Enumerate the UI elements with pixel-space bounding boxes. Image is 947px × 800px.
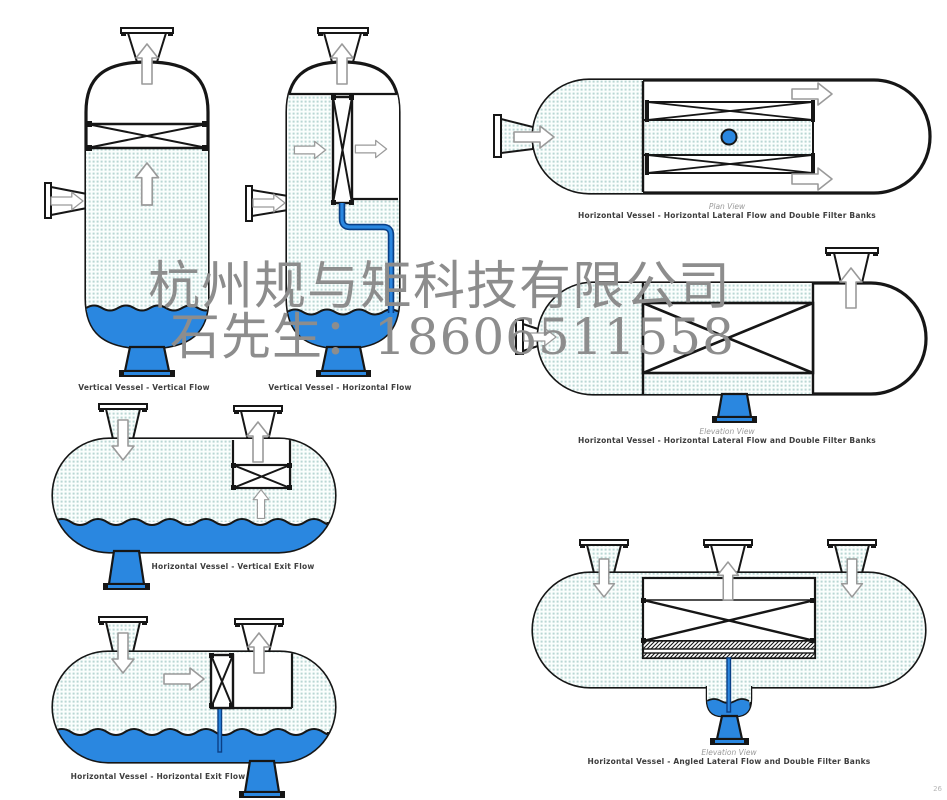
liquid bbox=[53, 519, 335, 552]
caption-angled-lateral: Horizontal Vessel - Angled Lateral Flow … bbox=[587, 757, 871, 766]
vessel-vertical-horizontal-flow bbox=[245, 27, 401, 377]
liquid bbox=[53, 729, 335, 762]
filter-bank-bottom bbox=[645, 153, 815, 175]
bottom-drain-nozzle bbox=[103, 549, 150, 590]
bottom-drain-nozzle bbox=[316, 345, 371, 377]
caption-elevation-double-banks: Horizontal Vessel - Horizontal Lateral F… bbox=[578, 436, 876, 445]
page-number: 26 bbox=[933, 785, 942, 793]
top-outlet-nozzle-center bbox=[703, 539, 753, 574]
bottom-drain-nozzle bbox=[712, 392, 757, 423]
caption-vertical-vertical: Vertical Vessel - Vertical Flow bbox=[78, 383, 210, 392]
filter-element-horizontal bbox=[231, 463, 292, 490]
vessel-horizontal-vertical-exit bbox=[51, 403, 337, 590]
view-label-elevation: Elevation View bbox=[699, 427, 755, 436]
bottom-drain-nozzle bbox=[119, 345, 175, 377]
vessel-horizontal-horizontal-exit bbox=[51, 616, 337, 798]
bottom-drain-nozzle bbox=[710, 714, 749, 745]
caption-plan-double-banks: Horizontal Vessel - Horizontal Lateral F… bbox=[578, 211, 876, 220]
drain-tube bbox=[726, 657, 732, 713]
vessel-vertical-vertical-flow bbox=[44, 27, 210, 377]
drain-tube bbox=[217, 707, 223, 753]
filter-bank-top bbox=[645, 100, 815, 122]
dirty-gas-region bbox=[538, 283, 643, 394]
view-label-elevation-angled: Elevation View bbox=[701, 748, 757, 757]
bottom-drain-nozzle bbox=[239, 759, 285, 798]
drain-nozzle-plan-icon bbox=[720, 128, 738, 146]
sump-boot bbox=[705, 657, 753, 718]
vessel-elevation-double-banks bbox=[515, 247, 928, 423]
drain-pipe bbox=[338, 203, 395, 313]
liquid bbox=[287, 309, 399, 348]
filter-bank-angled bbox=[641, 576, 817, 660]
filter-element-vertical bbox=[331, 95, 354, 205]
caption-horizontal-exit: Horizontal Vessel - Horizontal Exit Flow bbox=[70, 772, 246, 781]
filter-bank-horizontal bbox=[86, 121, 208, 151]
dirty-gas-region bbox=[53, 439, 335, 522]
vessel-elevation-angled-lateral bbox=[531, 539, 927, 745]
caption-vertical-exit: Horizontal Vessel - Vertical Exit Flow bbox=[151, 562, 315, 571]
caption-vertical-horizontal: Vertical Vessel - Horizontal Flow bbox=[268, 383, 412, 392]
liquid bbox=[86, 305, 208, 348]
vessel-plan-double-banks bbox=[493, 78, 932, 195]
filter-element-vertical bbox=[209, 653, 235, 710]
filter-bank-elevation bbox=[641, 301, 815, 375]
view-label-plan: Plan View bbox=[708, 202, 746, 211]
